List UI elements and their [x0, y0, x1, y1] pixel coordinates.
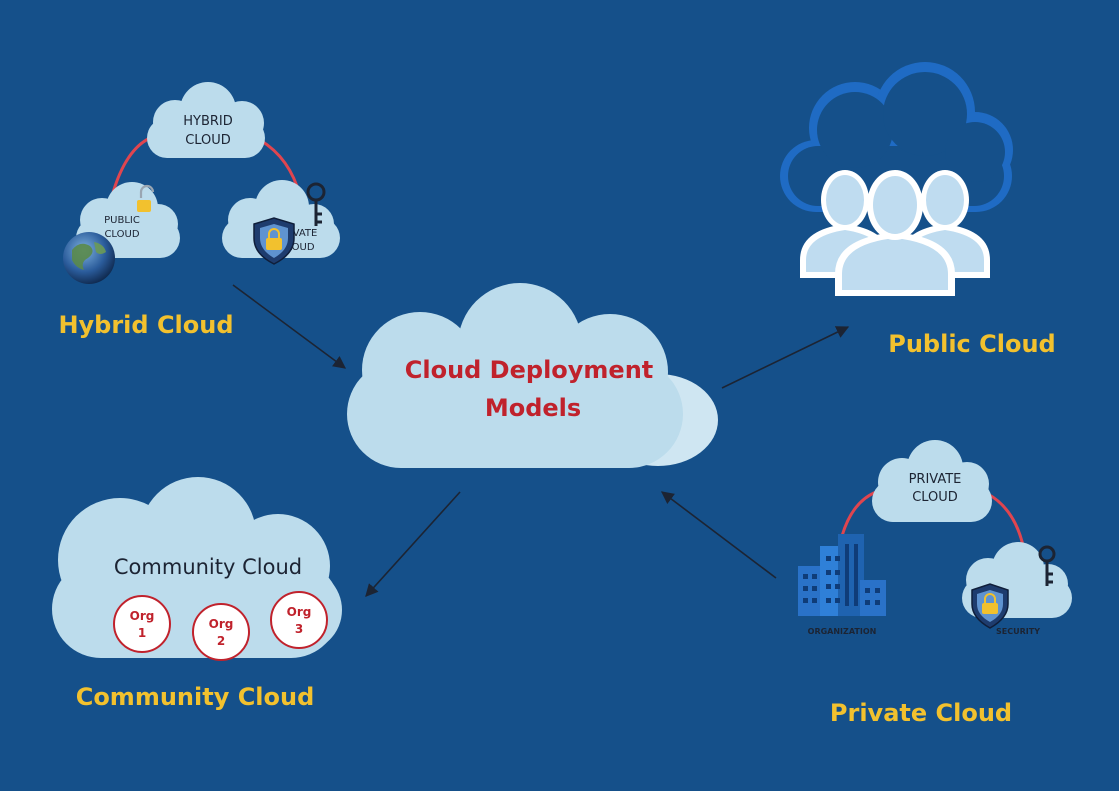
hybrid-cloud-group: HYBRID CLOUD PUBLIC CLOUD PRIVA	[58, 82, 340, 339]
center-title-line2: Models	[485, 394, 581, 422]
hybrid-private-line2: CLOUD	[279, 242, 314, 253]
arrow-center-to-community	[365, 491, 461, 597]
people-group-icon	[800, 170, 990, 296]
org-2-line1: Org	[209, 617, 234, 631]
private-cloud-label: Private Cloud	[830, 699, 1012, 727]
security-label: SECURITY	[996, 627, 1040, 636]
hybrid-private-line1: PRIVATE	[277, 228, 318, 239]
community-cloud-group: Community Cloud Org 1 Org 2 Org 3 Commun…	[52, 477, 342, 711]
org-circle-3: Org 3	[270, 591, 328, 649]
organization-building-icon	[798, 534, 886, 616]
hybrid-connector-left	[110, 136, 151, 197]
private-connector-left	[840, 490, 877, 537]
hybrid-cloud-label: Hybrid Cloud	[58, 311, 233, 339]
hybrid-public-line2: CLOUD	[104, 229, 139, 240]
private-cloud-group: PRIVATE CLOUD ORGANIZATION	[798, 440, 1072, 727]
organization-label: ORGANIZATION	[808, 627, 877, 636]
community-cloud-title: Community Cloud	[114, 555, 302, 579]
org-3-line2: 3	[295, 622, 303, 636]
arrow-center-to-public	[721, 326, 850, 389]
connector-arrows	[232, 284, 850, 597]
org-1-line1: Org	[130, 609, 155, 623]
center-title-line1: Cloud Deployment	[405, 356, 654, 384]
org-1-line2: 1	[138, 626, 146, 640]
public-cloud-group: Public Cloud	[780, 62, 1056, 358]
hybrid-public-cloud-icon	[76, 182, 180, 258]
globe-icon	[63, 232, 115, 284]
org-circle-1: Org 1	[113, 595, 171, 653]
arrow-hybrid-to-center	[232, 284, 347, 369]
private-connector-right	[987, 492, 1026, 551]
public-cloud-label: Public Cloud	[888, 330, 1055, 358]
private-top-cloud-line1: PRIVATE	[909, 472, 962, 487]
hybrid-top-cloud-line2: CLOUD	[185, 133, 231, 148]
hybrid-public-line1: PUBLIC	[104, 215, 140, 226]
shield-lock-icon	[253, 217, 295, 265]
org-3-line1: Org	[287, 605, 312, 619]
arrow-private-to-center	[660, 491, 777, 579]
hybrid-top-cloud-line1: HYBRID	[183, 114, 233, 129]
security-shield-lock-icon	[971, 583, 1009, 629]
center-cloud: Cloud Deployment Models	[347, 283, 718, 468]
key-icon	[306, 182, 326, 226]
private-top-cloud-icon	[872, 440, 992, 522]
unlocked-padlock-icon	[137, 184, 155, 212]
community-cloud-label: Community Cloud	[76, 683, 315, 711]
hybrid-top-cloud-icon	[147, 82, 265, 158]
security-key-icon	[1038, 545, 1056, 586]
org-circle-2: Org 2	[192, 603, 250, 661]
private-top-cloud-line2: CLOUD	[912, 490, 958, 505]
org-2-line2: 2	[217, 634, 225, 648]
